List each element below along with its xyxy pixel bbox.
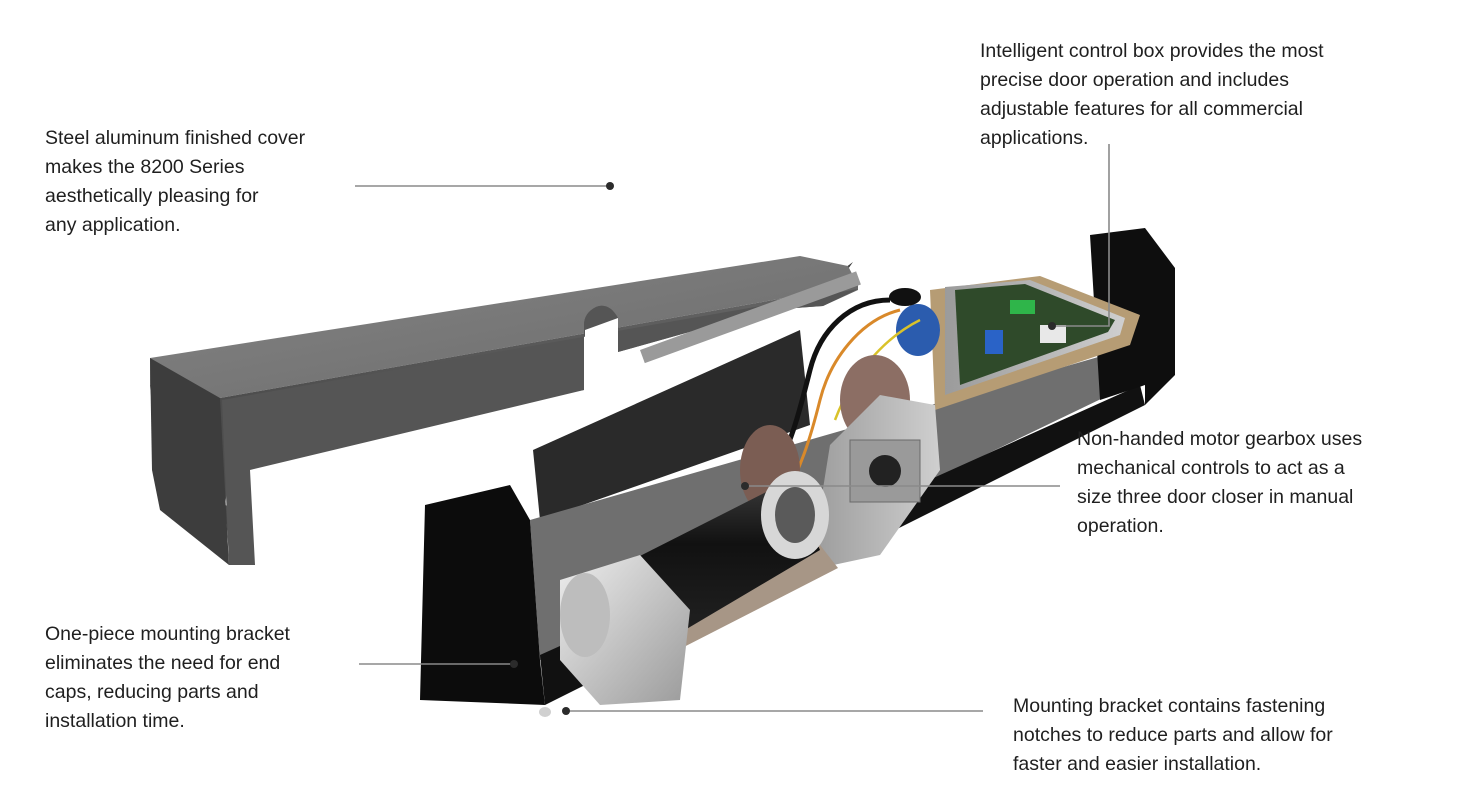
steel-cover xyxy=(150,256,858,565)
gear-assembly xyxy=(640,271,940,570)
cover-front-panel xyxy=(222,289,858,565)
callout-line: adjustable features for all commercial xyxy=(980,98,1303,120)
callout-line: faster and easier installation. xyxy=(1013,753,1262,775)
callout-line: Non-handed motor gearbox uses xyxy=(1077,428,1363,450)
callout-cover: Steel aluminum finished cover makes the … xyxy=(45,124,305,240)
callout-line: Mounting bracket contains fastening xyxy=(1013,695,1326,717)
bracket-back-wall xyxy=(533,330,810,520)
leader-lines xyxy=(355,144,1110,715)
callout-line: any application. xyxy=(45,214,181,236)
callout-control-box: Intelligent control box provides the mos… xyxy=(980,37,1324,153)
callout-line: Intelligent control box provides the mos… xyxy=(980,40,1324,62)
leader-control-box-dot xyxy=(1048,322,1056,330)
circuit-board-pcb xyxy=(955,284,1115,385)
callout-line: caps, reducing parts and xyxy=(45,681,259,703)
callout-line: notches to reduce parts and allow for xyxy=(1013,724,1333,746)
callout-line: Steel aluminum finished cover xyxy=(45,127,306,149)
callout-line: precise door operation and includes xyxy=(980,69,1289,91)
callout-line: size three door closer in manual xyxy=(1077,486,1354,508)
callout-line: eliminates the need for end xyxy=(45,652,281,674)
leader-cover-dot xyxy=(606,182,614,190)
callout-fastening-notches: Mounting bracket contains fastening notc… xyxy=(1013,692,1333,779)
control-box xyxy=(889,276,1140,410)
capacitor xyxy=(896,304,940,356)
spindle xyxy=(869,455,901,487)
leader-notches-dot xyxy=(562,707,570,715)
callout-line: mechanical controls to act as a xyxy=(1077,457,1345,479)
leader-bracket-dot xyxy=(510,660,518,668)
bracket-left-end xyxy=(420,485,545,705)
connector xyxy=(1040,325,1066,343)
gearbox-cap xyxy=(560,573,610,657)
cover-left-end xyxy=(150,358,229,565)
relay xyxy=(985,330,1003,354)
callout-line: applications. xyxy=(980,127,1089,149)
callout-motor-gearbox: Non-handed motor gearbox uses mechanical… xyxy=(1077,425,1362,541)
callout-line: makes the 8200 Series xyxy=(45,156,245,178)
motor-gearbox xyxy=(560,471,838,705)
callout-one-piece-bracket: One-piece mounting bracket eliminates th… xyxy=(45,620,290,736)
callout-line: One-piece mounting bracket xyxy=(45,623,290,645)
shaft xyxy=(640,271,861,364)
terminal-block xyxy=(1010,300,1035,314)
leader-control-box xyxy=(1053,144,1110,327)
fastening-notch xyxy=(539,707,551,717)
callout-line: installation time. xyxy=(45,710,185,732)
capacitor-top xyxy=(889,288,921,306)
cover-slot xyxy=(585,318,618,362)
callout-line: operation. xyxy=(1077,515,1164,537)
cover-top-face xyxy=(150,256,858,398)
leader-motor-dot xyxy=(741,482,749,490)
callout-line: aesthetically pleasing for xyxy=(45,185,259,207)
motor-end-cap-inner xyxy=(775,487,815,543)
